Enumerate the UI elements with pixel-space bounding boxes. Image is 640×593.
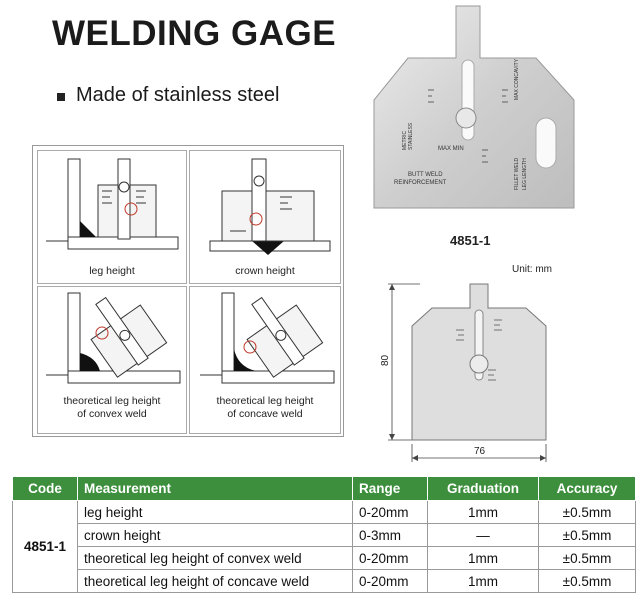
caption-convex-line-1: theoretical leg height: [63, 395, 161, 407]
diagram-leg-height: leg height: [37, 150, 187, 284]
crown-height-illustration: [209, 158, 331, 255]
table-row: 4851-1 leg height 0-20mm 1mm ±0.5mm: [12, 500, 636, 593]
model-number: 4851-1: [450, 233, 491, 248]
caption-crown-height: crown height: [235, 265, 295, 277]
diagram-convex-weld: theoretical leg height of convex weld: [37, 286, 187, 434]
table-row: crown height 0-3mm — ±0.5mm: [13, 523, 636, 547]
measurement-cell: crown height: [77, 523, 353, 547]
concave-weld-illustration: [200, 292, 335, 384]
accuracy-cell: ±0.5mm: [538, 546, 636, 570]
table-header-row: Code Measurement Range Graduation Accura…: [12, 476, 636, 501]
table-row: theoretical leg height of convex weld 0-…: [13, 546, 636, 570]
range-cell: 0-3mm: [352, 523, 428, 547]
page-title: WELDING GAGE: [52, 14, 337, 53]
photo-label-fillet-weld: FILLET WELD: [514, 157, 520, 190]
range-cell: 0-20mm: [352, 546, 428, 570]
accuracy-cell: ±0.5mm: [538, 569, 636, 593]
range-cell: 0-20mm: [352, 569, 428, 593]
code-cell: 4851-1: [12, 500, 78, 593]
diagram-crown-height: crown height: [189, 150, 341, 284]
graduation-cell: —: [427, 523, 539, 547]
technical-drawing: 80 76: [380, 283, 547, 462]
diagram-concave-weld: theoretical leg height of concave weld: [189, 286, 341, 434]
photo-label-stainless: STAINLESS: [408, 122, 414, 150]
photo-label-max-concavity: MAX CONCAVITY: [514, 58, 520, 100]
header-accuracy: Accuracy: [538, 476, 636, 501]
caption-concave-line-1: theoretical leg height: [216, 395, 314, 407]
photo-label-butt-weld: BUTT WELD: [408, 172, 443, 178]
measurement-cell: theoretical leg height of convex weld: [77, 546, 353, 570]
photo-label-max-min: MAX MIN: [438, 146, 464, 152]
unit-label: Unit: mm: [512, 264, 552, 275]
measurement-cell: theoretical leg height of concave weld: [77, 569, 353, 593]
dimension-height: 80: [380, 354, 391, 366]
graduation-cell: 1mm: [427, 500, 539, 524]
accuracy-cell: ±0.5mm: [538, 523, 636, 547]
header-graduation: Graduation: [427, 476, 539, 501]
graduation-cell: 1mm: [427, 569, 539, 593]
caption-convex-line-2: of convex weld: [77, 408, 147, 420]
photo-label-metric: METRIC: [402, 130, 408, 150]
feature-text: Made of stainless steel: [76, 84, 280, 106]
accuracy-cell: ±0.5mm: [538, 500, 636, 524]
spec-table: Code Measurement Range Graduation Accura…: [12, 476, 636, 593]
leg-height-illustration: [46, 158, 179, 250]
range-cell: 0-20mm: [352, 500, 428, 524]
dimension-width: 76: [474, 446, 486, 457]
usage-diagrams-panel: leg height crown height: [32, 145, 344, 437]
header-range: Range: [352, 476, 428, 501]
header-measurement: Measurement: [77, 476, 353, 501]
caption-concave-line-2: of concave weld: [227, 408, 303, 420]
photo-label-leg-length: LEG LENGTH: [522, 158, 528, 190]
product-photo: METRIC STAINLESS MAX MIN BUTT WELD REINF…: [373, 5, 575, 209]
header-code: Code: [12, 476, 78, 501]
photo-label-reinforcement: REINFORCEMENT: [394, 180, 447, 186]
bullet-icon: [57, 93, 65, 101]
convex-weld-illustration: [46, 292, 181, 384]
measurement-cell: leg height: [77, 500, 353, 524]
caption-leg-height: leg height: [89, 265, 135, 277]
graduation-cell: 1mm: [427, 546, 539, 570]
table-row: theoretical leg height of concave weld 0…: [13, 569, 636, 593]
